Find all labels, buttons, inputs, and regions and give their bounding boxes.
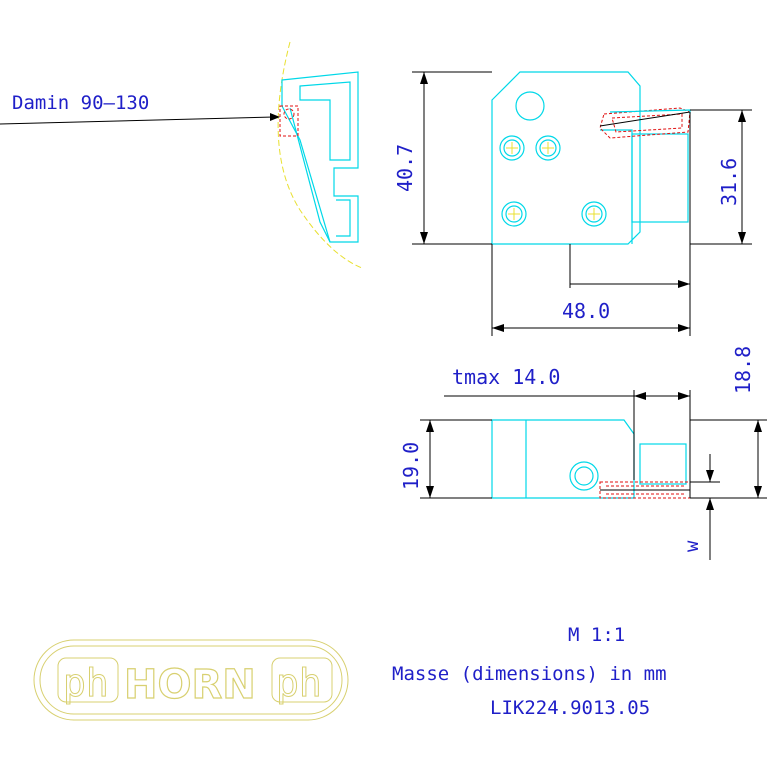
dim-19-label: 19.0 [399, 442, 423, 490]
dim-19: 19.0 [399, 419, 492, 499]
screw-hole-4 [581, 201, 607, 227]
screw-hole-3 [501, 201, 527, 227]
dim-tmax-label: tmax 14.0 [452, 365, 560, 389]
dim-188: 18.8 [690, 346, 767, 499]
drawing-code: LIK224.9013.05 [490, 697, 650, 719]
damin-leader: Damin 90–130 [0, 92, 280, 125]
screw-hole-1 [499, 135, 525, 161]
dim-width: 48.0 [491, 112, 691, 336]
dim-w-label: w [681, 540, 703, 552]
logo-text: HORN [124, 662, 256, 708]
screw-hole-2 [535, 135, 561, 161]
front-view [491, 71, 691, 245]
dim-w: w [681, 454, 720, 560]
scale-note: M 1:1 [568, 624, 625, 646]
side-view-bore [277, 41, 363, 269]
top-view [491, 419, 691, 499]
units-note: Masse (dimensions) in mm [392, 663, 667, 685]
dim-188-label: 18.8 [731, 346, 755, 394]
logo-mark-right: ph [276, 661, 322, 705]
horn-logo: ph ph HORN [33, 639, 349, 721]
damin-label: Damin 90–130 [12, 92, 149, 114]
dim-width-label: 48.0 [562, 299, 610, 323]
dim-right: 31.6 [690, 109, 752, 245]
dim-height: 40.7 [393, 71, 492, 245]
dim-tmax: tmax 14.0 [444, 365, 691, 498]
dim-right-label: 31.6 [717, 158, 741, 206]
logo-mark-left: ph [63, 661, 109, 705]
drawing-notes: M 1:1 Masse (dimensions) in mm LIK224.90… [392, 624, 667, 719]
dim-height-label: 40.7 [393, 144, 417, 192]
